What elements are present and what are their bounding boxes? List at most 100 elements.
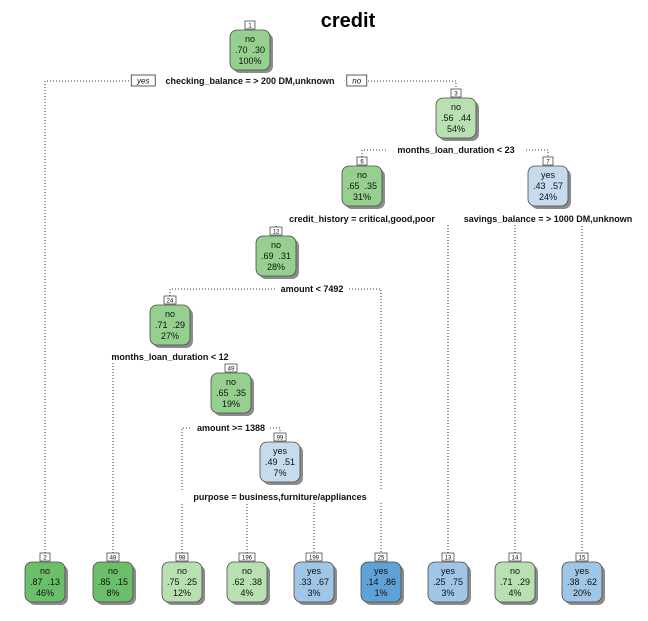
split-12: amount < 7492 bbox=[275, 283, 349, 294]
split-condition: credit_history = critical,good,poor bbox=[289, 214, 435, 224]
node-probabilities: .75 .25 bbox=[167, 577, 197, 587]
edge-99 bbox=[246, 496, 315, 556]
node-box bbox=[561, 561, 603, 603]
split-condition: months_loan_duration < 23 bbox=[397, 145, 514, 155]
node-id: 12 bbox=[273, 229, 280, 235]
node-percent: 100% bbox=[238, 56, 261, 66]
node-class: yes bbox=[541, 170, 556, 180]
edge-6 bbox=[275, 218, 449, 556]
node-id-box bbox=[269, 226, 283, 236]
node-id: 49 bbox=[228, 366, 235, 372]
node-box bbox=[360, 561, 402, 603]
node-id: 24 bbox=[167, 298, 174, 304]
node-id: 14 bbox=[512, 555, 519, 561]
yes-tag: yes bbox=[136, 77, 149, 86]
node-probabilities: .65 .35 bbox=[347, 181, 377, 191]
node-class: yes bbox=[273, 446, 288, 456]
node-percent: 12% bbox=[173, 588, 191, 598]
split-24: months_loan_duration < 12 bbox=[101, 351, 239, 362]
node-id-box bbox=[441, 552, 455, 562]
split-label-bg bbox=[191, 422, 271, 433]
node-id-box bbox=[244, 20, 256, 30]
node-class: no bbox=[108, 566, 118, 576]
split-49: amount >= 1388 bbox=[191, 422, 271, 433]
split-label-bg bbox=[387, 144, 525, 155]
split-label-bg bbox=[275, 283, 349, 294]
node-box bbox=[226, 561, 268, 603]
node-id-box bbox=[163, 295, 177, 305]
node-box bbox=[293, 561, 335, 603]
split-condition: amount >= 1388 bbox=[197, 423, 265, 433]
edge-12 bbox=[169, 288, 382, 556]
node-probabilities: .70 .30 bbox=[235, 45, 265, 55]
node-class: yes bbox=[307, 566, 322, 576]
node-class: yes bbox=[441, 566, 456, 576]
node-id-box bbox=[238, 552, 256, 562]
node-class: no bbox=[165, 309, 175, 319]
node-class: no bbox=[40, 566, 50, 576]
node-id-box bbox=[273, 432, 287, 442]
split-label-bg bbox=[101, 351, 239, 362]
node-id: 99 bbox=[277, 435, 284, 441]
node-percent: 27% bbox=[161, 331, 179, 341]
split-3: months_loan_duration < 23 bbox=[387, 144, 525, 155]
diagram-title: credit bbox=[321, 10, 376, 32]
node-probabilities: .14 .86 bbox=[366, 577, 396, 587]
split-condition: amount < 7492 bbox=[281, 284, 344, 294]
node-percent: 1% bbox=[374, 588, 387, 598]
node-percent: 8% bbox=[106, 588, 119, 598]
node-percent: 19% bbox=[222, 399, 240, 409]
node-box bbox=[92, 561, 134, 603]
node-percent: 28% bbox=[267, 262, 285, 272]
node-id: 25 bbox=[378, 555, 385, 561]
split-condition: months_loan_duration < 12 bbox=[111, 352, 228, 362]
node-box bbox=[149, 304, 191, 346]
node-probabilities: .49 .51 bbox=[265, 457, 295, 467]
node-id-box bbox=[450, 88, 462, 98]
node-id: 6 bbox=[360, 159, 364, 165]
node-probabilities: .56 .44 bbox=[441, 113, 471, 123]
node-box bbox=[259, 441, 301, 483]
node-probabilities: .71 .29 bbox=[155, 320, 185, 330]
node-class: no bbox=[271, 240, 281, 250]
node-id-box bbox=[575, 552, 589, 562]
node-id: 48 bbox=[110, 555, 117, 561]
node-class: no bbox=[245, 34, 255, 44]
node-class: no bbox=[226, 377, 236, 387]
node-box bbox=[161, 561, 203, 603]
node-percent: 46% bbox=[36, 588, 54, 598]
split-condition: checking_balance = > 200 DM,unknown bbox=[165, 76, 334, 86]
node-percent: 20% bbox=[573, 588, 591, 598]
node-percent: 3% bbox=[307, 588, 320, 598]
node-probabilities: .71 .29 bbox=[500, 577, 530, 587]
node-box bbox=[24, 561, 66, 603]
node-class: no bbox=[510, 566, 520, 576]
node-probabilities: .62 .38 bbox=[232, 577, 262, 587]
node-percent: 31% bbox=[353, 192, 371, 202]
node-class: no bbox=[451, 102, 461, 112]
node-id-box bbox=[542, 156, 554, 166]
node-box bbox=[210, 372, 252, 414]
tree-node-99: 99 yes.49 .517% bbox=[259, 432, 303, 485]
no-tag-box bbox=[346, 74, 368, 87]
node-percent: 7% bbox=[273, 468, 286, 478]
node-id: 15 bbox=[579, 555, 586, 561]
node-id: 7 bbox=[546, 159, 550, 165]
split-7: savings_balance = > 1000 DM,unknown bbox=[453, 213, 643, 224]
node-class: no bbox=[177, 566, 187, 576]
node-id-box bbox=[356, 156, 368, 166]
